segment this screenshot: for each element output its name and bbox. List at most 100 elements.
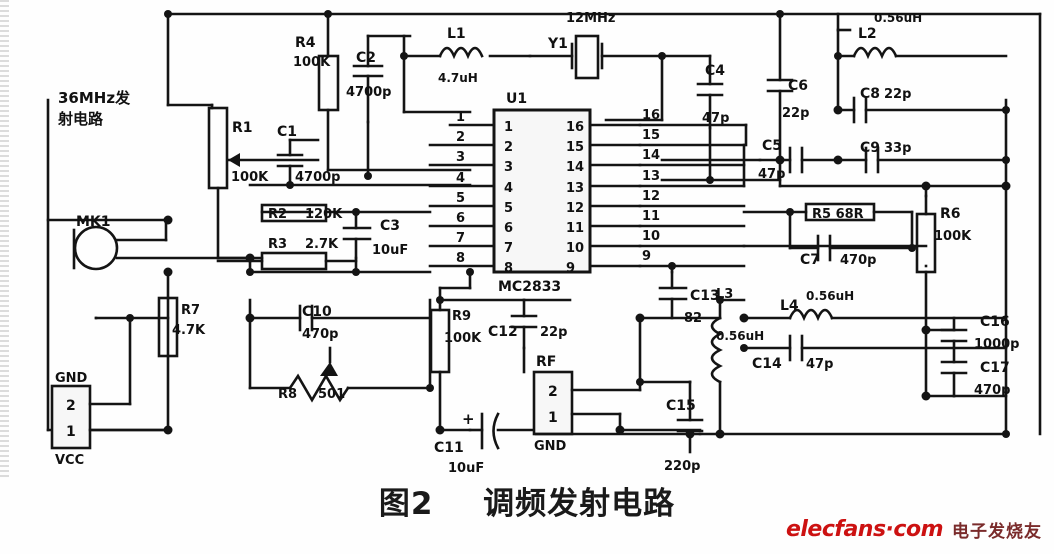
label-c17-val: 470p (974, 383, 1010, 398)
label-l2-val: 0.56uH (874, 11, 922, 25)
component-y1-body (574, 34, 600, 80)
u1-pin-9: 9 (566, 261, 575, 276)
net-left-1: 1 (456, 110, 465, 125)
label-r4-ref: R4 (295, 35, 316, 51)
label-c2-val: 4700p (346, 85, 392, 100)
label-c3-ref: C3 (380, 218, 400, 234)
u1-pin-14: 14 (566, 160, 584, 175)
label-c16-val: 1000p (974, 337, 1020, 352)
label-c5-val: 47p (758, 167, 785, 182)
annotation-36mhz-line2: 射电路 (57, 110, 104, 128)
label-mk1-ref: MK1 (76, 214, 111, 230)
arrow-r8-wiper (320, 362, 338, 376)
label-r7-ref: R7 (181, 303, 200, 318)
label-c14-val: 47p (806, 357, 833, 372)
label-r2-ref: R2 (268, 207, 287, 222)
label-r8-ref: R8 (278, 387, 297, 402)
label-c1-ref: C1 (277, 124, 297, 140)
component-r1-body (207, 106, 229, 190)
watermark: elecfans·com 电子发烧友 (786, 512, 1042, 546)
label-l3-val: 0.56uH (716, 329, 764, 343)
component-r6-body (915, 212, 937, 274)
u1-pin-11: 11 (566, 221, 584, 236)
label-c7-val: 470p (840, 253, 876, 268)
component-r3-body (260, 251, 328, 271)
component-labels: 36MHz发 射电路 MK1 GND 2 1 VCC R7 4.7K R1 10… (55, 11, 1020, 476)
label-y1-val: 12MHz (566, 11, 615, 26)
label-c16-ref: C16 (980, 314, 1010, 330)
u1-pin-4: 4 (504, 181, 513, 196)
u1-pin-13: 13 (566, 181, 584, 196)
net-right-12: 12 (642, 189, 660, 204)
u1-pin-6: 6 (504, 221, 513, 236)
net-right-14: 14 (642, 148, 660, 163)
component-mk1-capsule (73, 225, 119, 271)
net-left-8: 8 (456, 251, 465, 266)
scan-edge-artifact (0, 0, 9, 478)
label-r4-val: 100K (293, 55, 331, 70)
component-l1-coil (438, 46, 484, 60)
net-left-3: 3 (456, 150, 465, 165)
u1-pin-5: 5 (504, 201, 513, 216)
label-r9-val: 100K (444, 331, 482, 346)
label-r2-val: 120K (305, 207, 343, 222)
label-r3-val: 2.7K (305, 237, 339, 252)
net-left-7: 7 (456, 231, 465, 246)
label-rf-pin2: 2 (548, 384, 558, 400)
label-r9-ref: R9 (452, 309, 471, 324)
label-c12-ref: C12 (488, 324, 518, 340)
label-r3-ref: R3 (268, 237, 287, 252)
label-c3-val: 10uF (372, 243, 408, 258)
u1-pin-8: 8 (504, 261, 513, 276)
label-l2-ref: L2 (858, 26, 877, 42)
label-l4-ref: L4 (780, 298, 799, 314)
label-c8-val: 22p (884, 87, 911, 102)
u1-pin-15: 15 (566, 140, 584, 155)
label-c1-val: 4700p (295, 170, 341, 185)
net-right-13: 13 (642, 169, 660, 184)
label-c13-ref: C13 (690, 288, 720, 304)
label-power-gnd: GND (55, 371, 88, 386)
label-l1-ref: L1 (447, 26, 466, 42)
label-c15-val: 220p (664, 459, 700, 474)
label-power-pin1: 1 (66, 424, 76, 440)
polarity-plus-c11: + (462, 410, 475, 428)
annotation-36mhz-line1: 36MHz发 (58, 89, 131, 107)
component-l4-coil (788, 308, 834, 322)
label-u1-part: MC2833 (498, 279, 561, 295)
label-c11-val: 10uF (448, 461, 484, 476)
label-c2-ref: C2 (356, 50, 376, 66)
label-c14-ref: C14 (752, 356, 782, 372)
label-c5-ref: C5 (762, 138, 782, 154)
label-l3-ref: L3 (716, 287, 733, 302)
label-r7-val: 4.7K (172, 323, 206, 338)
label-r1-val: 100K (231, 170, 269, 185)
label-c15-ref: C15 (666, 398, 696, 414)
label-r8-val: 501 (318, 387, 345, 402)
u1-pin-7: 7 (504, 241, 513, 256)
label-c12-val: 22p (540, 325, 567, 340)
u1-pin-2: 2 (504, 140, 513, 155)
label-c10-ref: C10 (302, 304, 332, 320)
component-u1-body (492, 108, 592, 274)
label-y1-ref: Y1 (547, 36, 568, 52)
net-left-5: 5 (456, 191, 465, 206)
label-c6-ref: C6 (788, 78, 808, 94)
net-left-2: 2 (456, 130, 465, 145)
watermark-chinese: 电子发烧友 (952, 521, 1042, 542)
net-right-15: 15 (642, 128, 660, 143)
net-right-16: 16 (642, 108, 660, 123)
label-rf-ref: RF (536, 354, 556, 370)
label-c11-ref: C11 (434, 440, 464, 456)
net-right-11: 11 (642, 209, 660, 224)
label-power-pin2: 2 (66, 398, 76, 414)
label-u1-ref: U1 (506, 91, 527, 107)
label-l1-val: 4.7uH (438, 71, 478, 85)
net-right-10: 10 (642, 229, 660, 244)
label-c10-val: 470p (302, 327, 338, 342)
label-rf-pin1: 1 (548, 410, 558, 426)
net-right-9: 9 (642, 249, 651, 264)
label-c6-val: 22p (782, 106, 809, 121)
